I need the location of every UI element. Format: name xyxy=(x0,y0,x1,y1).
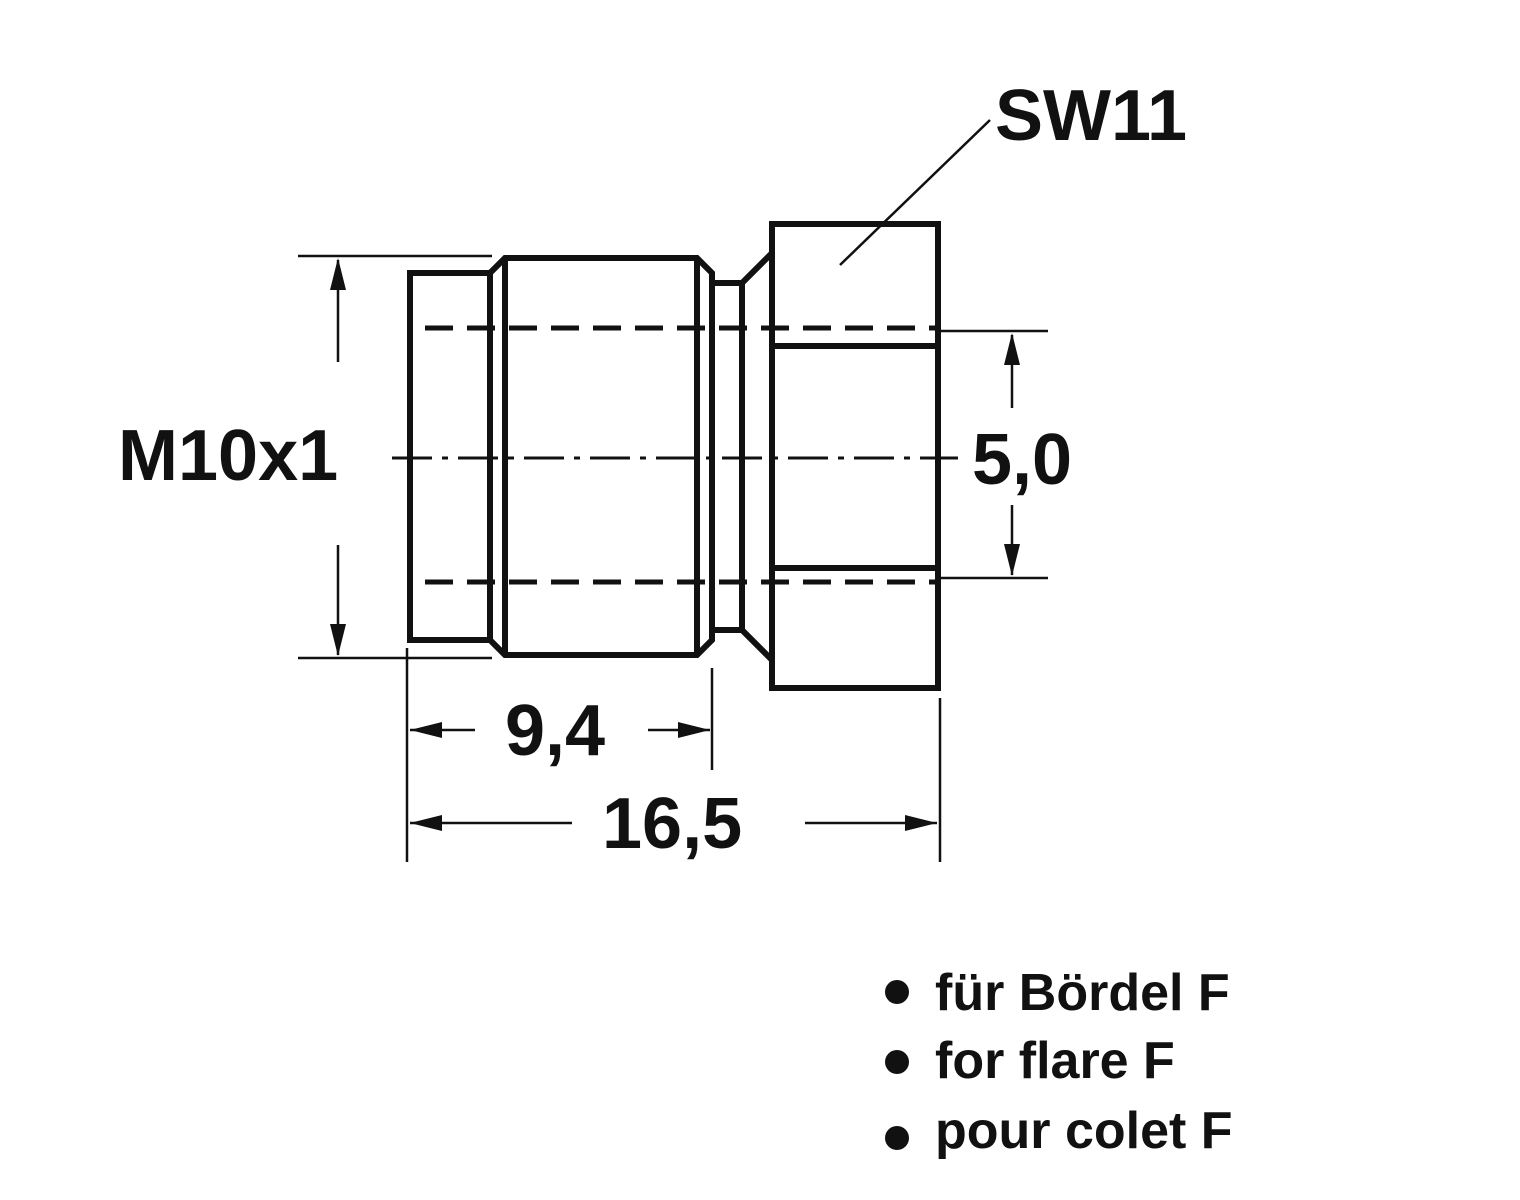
dimension-labels: SW11 M10x1 5,0 9,4 16,5 xyxy=(118,76,1187,864)
notes-list: für Bördel F for flare F pour colet F xyxy=(885,964,1233,1160)
note-text: for flare F xyxy=(935,1032,1175,1090)
part-outline xyxy=(407,221,941,691)
threaded-section-outline xyxy=(487,255,715,658)
note-bullet xyxy=(885,1050,909,1074)
arrowhead-bore-top xyxy=(1004,333,1020,365)
bore-diameter-label: 5,0 xyxy=(972,420,1072,500)
dimension-arrowheads xyxy=(330,258,1020,831)
wrench-size-leader xyxy=(839,119,991,266)
arrowhead-total-length-left xyxy=(410,815,442,831)
thread-label: M10x1 xyxy=(118,416,338,496)
hex-head-outline xyxy=(769,221,941,691)
note-text: pour colet F xyxy=(935,1102,1233,1160)
bore-hidden-lines xyxy=(425,325,938,585)
arrowhead-bore-bottom xyxy=(1004,544,1020,576)
note-text: für Bördel F xyxy=(935,964,1230,1022)
arrowhead-total-length-right xyxy=(905,815,937,831)
total-length-label: 16,5 xyxy=(602,784,742,864)
arrowhead-thread-top xyxy=(330,258,346,290)
note-bullet xyxy=(885,980,909,1004)
note-bullet xyxy=(885,1126,909,1150)
arrowhead-thread-length-right xyxy=(678,722,710,738)
wrench-size-label: SW11 xyxy=(995,76,1187,156)
arrowhead-thread-bottom xyxy=(330,624,346,656)
thread-length-label: 9,4 xyxy=(505,691,605,771)
arrowhead-thread-length-left xyxy=(410,722,442,738)
